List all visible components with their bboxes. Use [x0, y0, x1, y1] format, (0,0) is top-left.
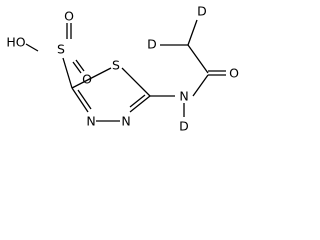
- carbonyl-oxygen-label: O: [229, 66, 239, 81]
- amide-deuterium-label: D: [179, 119, 189, 134]
- bond-s-o-bottom-1: [75, 59, 85, 72]
- bond-c2-ring-s: [71, 67, 112, 89]
- bond-ring-s-c5: [121, 67, 151, 97]
- bond-c2-n3-2: [77, 89, 92, 110]
- bond-s-o-bottom-2: [72, 61, 82, 74]
- bond-methyl-d-top: [187, 19, 198, 46]
- amide-nitrogen-label: N: [179, 89, 188, 104]
- ring-nitrogen-right-label: N: [121, 114, 130, 129]
- bond-carbonyl-methyl: [187, 44, 209, 74]
- bond-s-c2: [62, 57, 73, 89]
- sulfonyl-oxygen-bottom-label: O: [82, 72, 92, 87]
- chemical-structure: HO S O O S N N N D O D D: [6, 4, 239, 134]
- hydroxyl-label: HO: [6, 35, 25, 50]
- atom-labels: HO S O O S N N N D O D D: [6, 4, 239, 134]
- bond-n4-c5-2: [129, 94, 146, 108]
- bond-amide-n-carbonyl-c: [192, 74, 209, 97]
- sulfonyl-oxygen-top-label: O: [64, 9, 74, 24]
- bond-c2-n3-1: [71, 87, 89, 113]
- bond-ho-s: [25, 43, 39, 52]
- methyl-deuterium-left-label: D: [147, 37, 157, 52]
- sulfonyl-sulfur-label: S: [57, 42, 65, 57]
- methyl-deuterium-top-label: D: [197, 4, 207, 19]
- ring-nitrogen-left-label: N: [86, 114, 95, 129]
- bond-n4-c5-1: [129, 95, 151, 113]
- bonds: [25, 19, 226, 122]
- ring-sulfur-label: S: [112, 58, 120, 73]
